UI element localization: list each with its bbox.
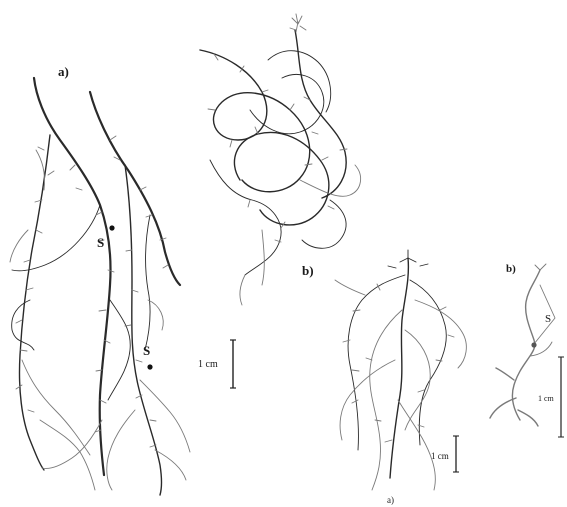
- tangle-tail-1: [240, 275, 245, 305]
- left-root-branch-1: [12, 205, 100, 271]
- tangle-top-tuft: [290, 14, 306, 32]
- small-root-branch-3: [518, 410, 538, 426]
- left-root-branch-left: [19, 135, 50, 470]
- left-root-branch-3: [22, 360, 90, 455]
- panel-a-bottom-label: a): [387, 495, 394, 505]
- tangle-loop-7: [300, 165, 361, 196]
- left-root-branch-4: [40, 420, 95, 490]
- scale-bar-bottom: 1 cm: [431, 436, 459, 472]
- right-root-branch-2: [140, 380, 190, 452]
- marker-dot-top: [109, 225, 114, 230]
- fibrous-branch-4: [405, 330, 430, 430]
- marker-s-bottom: S: [143, 343, 150, 358]
- tangle-hairs: [208, 54, 347, 242]
- fibrous-branch-6: [415, 300, 466, 368]
- scale-bar-right: 1 cm: [538, 357, 564, 437]
- tangle-loop-4: [210, 160, 281, 275]
- scale-bar-left-label: 1 cm: [198, 359, 218, 370]
- left-root-branch-7: [10, 230, 28, 262]
- marker-dot-bottom: [147, 364, 152, 369]
- small-root-top: [535, 264, 546, 270]
- fibrous-hairs: [343, 284, 454, 442]
- tangle-loop-1: [200, 50, 310, 192]
- fibrous-main: [390, 258, 408, 478]
- panel-a-left-label: a): [58, 64, 69, 79]
- panel-b-right-label: b): [506, 263, 516, 275]
- small-root-branch-1: [496, 368, 514, 380]
- fibrous-branch-1: [348, 275, 405, 450]
- panel-a-left: a) S S: [10, 64, 190, 495]
- left-root-branch-5: [108, 300, 130, 400]
- panel-a-bottom: a): [335, 250, 466, 505]
- right-root-branch-1: [145, 215, 150, 350]
- right-root-main: [90, 92, 180, 285]
- small-root-marker-dot: [531, 342, 536, 347]
- tangle-tail-2: [262, 230, 264, 285]
- left-root-main-1: [34, 78, 111, 475]
- fibrous-branch-2: [410, 280, 446, 445]
- fibrous-branch-3: [370, 310, 402, 490]
- right-root-down: [125, 165, 162, 495]
- panel-b-top-label: b): [302, 263, 314, 278]
- small-root-marker-s: S: [545, 313, 551, 325]
- scale-bar-bottom-label: 1 cm: [431, 451, 449, 461]
- tangle-loop-8: [302, 200, 346, 248]
- tangle-loop-2: [234, 132, 328, 225]
- fibrous-branch-5: [340, 360, 395, 440]
- fibrous-branch-7: [335, 280, 365, 295]
- right-root-branch-3: [107, 410, 135, 490]
- marker-s-top: S: [97, 235, 104, 250]
- fibrous-branch-8: [398, 400, 435, 490]
- panel-b-top: b): [200, 14, 361, 305]
- scale-bar-right-label: 1 cm: [538, 394, 555, 403]
- scale-bar-left: 1 cm: [198, 340, 236, 388]
